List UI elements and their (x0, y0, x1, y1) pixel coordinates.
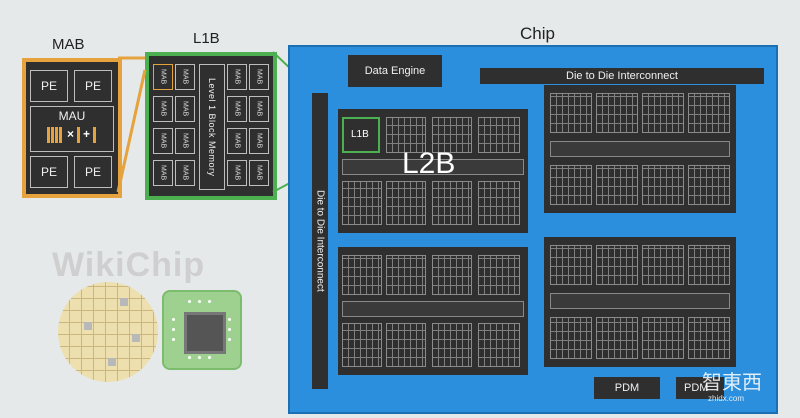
plus-icon: + (83, 127, 91, 141)
l2b-block (338, 247, 528, 375)
mab-cell: MAB (175, 128, 195, 154)
l1b-subblock (432, 181, 472, 225)
chip-block: Data Engine Die to Die Interconnect Die … (288, 45, 778, 414)
l1b-subblock (550, 165, 592, 205)
mab-block: PE PE MAU × + PE PE (22, 58, 122, 198)
l1b-subblock (596, 245, 638, 285)
l1b-subblock (342, 255, 382, 295)
l2b-memory-band (550, 293, 730, 309)
mab-cell: MAB (153, 64, 173, 90)
d2d-interconnect-top: Die to Die Interconnect (480, 68, 764, 84)
l2b-block (544, 237, 736, 367)
chip-title: Chip (520, 24, 555, 43)
l1b-subblock (596, 165, 638, 205)
l1b-subblock (688, 165, 730, 205)
l1b-subblock (386, 181, 426, 225)
vector-icon (93, 127, 96, 143)
l1b-subblock (432, 323, 472, 367)
pdm-block-2: PDM (676, 377, 724, 399)
mab-cell: MAB (227, 160, 247, 186)
l1b-subblock (432, 255, 472, 295)
pe-bottom-left: PE (30, 156, 68, 188)
l1b-subblock (550, 317, 592, 359)
l1b-subblock (596, 317, 638, 359)
l1b-subblock (386, 323, 426, 367)
mab-cell: MAB (175, 160, 195, 186)
l1b-subblock (688, 245, 730, 285)
vector-icon (77, 127, 80, 143)
l1b-subblock (386, 255, 426, 295)
l2b-memory-band (550, 141, 730, 157)
l1b-subblock (550, 245, 592, 285)
mab-cell: MAB (153, 128, 173, 154)
mab-cell: MAB (227, 96, 247, 122)
l1b-subblock (478, 255, 520, 295)
pdm-block: PDM (594, 377, 660, 399)
l1b-subblock (642, 317, 684, 359)
d2d-interconnect-left: Die to Die Interconnect (312, 93, 328, 389)
pe-top-left: PE (30, 70, 68, 102)
mab-cell: MAB (153, 96, 173, 122)
l1b-subblock (478, 181, 520, 225)
l2b-block (544, 85, 736, 213)
mab-cell: MAB (175, 64, 195, 90)
l1b-subblock (478, 323, 520, 367)
level1-block-memory: Level 1 Block Memory (199, 64, 225, 190)
wikichip-logo-text: WikiChip (52, 246, 206, 284)
l1b-subblock (386, 117, 426, 153)
l1b-subblock (478, 117, 520, 153)
mab-cell: MAB (249, 96, 269, 122)
l1b-title: L1B (193, 30, 220, 47)
l1b-inset: L1B (342, 117, 380, 153)
l1b-block: MAB MAB MAB MAB MAB MAB MAB MAB Level 1 … (145, 52, 277, 200)
l1b-subblock (596, 93, 638, 133)
l1b-subblock (432, 117, 472, 153)
l1b-subblock (642, 245, 684, 285)
watermark-subtext: zhidx.com (708, 394, 745, 403)
mab-cell: MAB (249, 128, 269, 154)
l2b-block: L1B L2B (338, 109, 528, 233)
l1b-subblock (642, 165, 684, 205)
d2d-left-label: Die to Die Interconnect (314, 190, 326, 292)
l1b-subblock (550, 93, 592, 133)
mab-cell: MAB (153, 160, 173, 186)
l1b-subblock (642, 93, 684, 133)
mab-title: MAB (52, 36, 85, 53)
l2b-label: L2B (402, 147, 456, 180)
mab-cell: MAB (249, 160, 269, 186)
mau-label: MAU (58, 109, 86, 123)
l1b-subblock (688, 317, 730, 359)
mab-cell: MAB (227, 128, 247, 154)
mau-unit: MAU × + (30, 106, 114, 152)
l2b-memory-band (342, 159, 524, 175)
mab-cell: MAB (175, 96, 195, 122)
mab-cell: MAB (249, 64, 269, 90)
wafer-icon (58, 282, 158, 382)
mab-cell: MAB (227, 64, 247, 90)
watermark-text: 智東西 (702, 372, 762, 394)
l1b-subblock (688, 93, 730, 133)
l1b-inset-label: L1B (351, 129, 369, 140)
pe-top-right: PE (74, 70, 112, 102)
multiply-icon: × (67, 127, 75, 141)
matrix-icon (47, 127, 63, 143)
data-engine: Data Engine (348, 55, 442, 87)
l1b-subblock (342, 181, 382, 225)
pe-bottom-right: PE (74, 156, 112, 188)
l1b-subblock (342, 323, 382, 367)
l2b-memory-band (342, 301, 524, 317)
chip-package-icon (162, 290, 242, 370)
